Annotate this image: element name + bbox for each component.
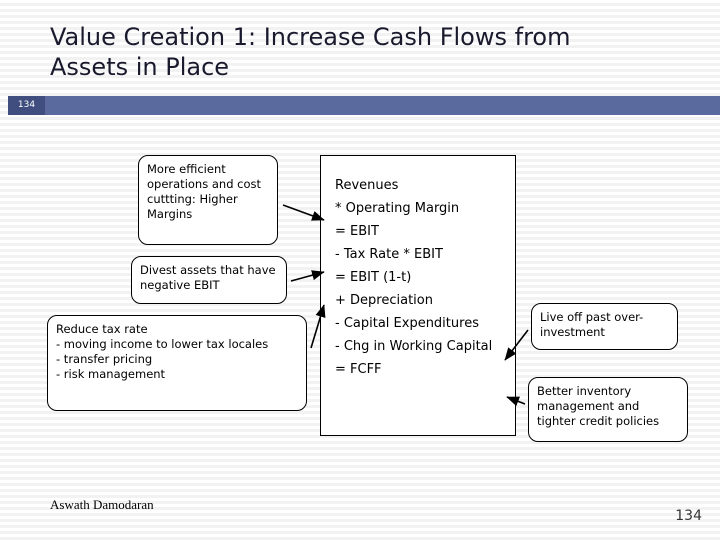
box-live-off-past-overinvestment: Live off past over-investment (531, 303, 678, 350)
header-bar: 134 (0, 96, 720, 115)
box-better-inventory-management: Better inventory management and tighter … (528, 377, 688, 442)
box-divest-assets: Divest assets that have negative EBIT (131, 256, 287, 304)
footer-page-number: 134 (675, 508, 702, 524)
arrow-efficiency-to-margin (282, 204, 325, 221)
header-bar-fill (45, 96, 720, 115)
footer-author: Aswath Damodaran (50, 497, 154, 512)
box-efficient-operations: More efficient operations and cost cuttt… (138, 155, 278, 245)
page-title: Value Creation 1: Increase Cash Flows fr… (50, 23, 571, 81)
header-slide-number: 134 (8, 96, 45, 115)
box-reduce-tax-rate: Reduce tax rate - moving income to lower… (47, 315, 307, 411)
box-fcff-formula: Revenues * Operating Margin = EBIT - Tax… (320, 155, 516, 436)
